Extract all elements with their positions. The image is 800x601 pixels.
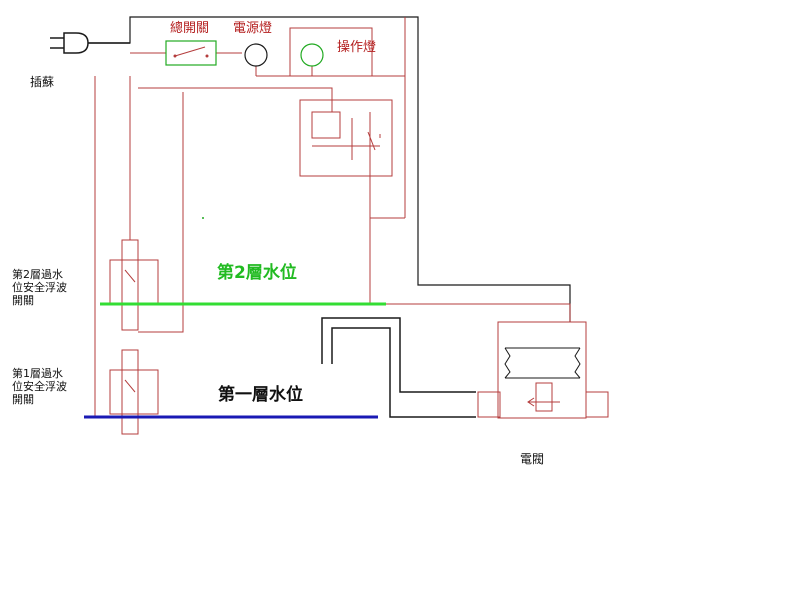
stray-dot bbox=[202, 217, 204, 219]
main-switch bbox=[165, 40, 217, 66]
plug-icon bbox=[50, 32, 130, 54]
float-switch-1 bbox=[109, 349, 159, 435]
power-lamp-icon bbox=[244, 43, 268, 67]
float-switch-2-label-line1: 第2層過水 bbox=[12, 268, 63, 281]
solenoid-valve-label: 電閥 bbox=[520, 452, 545, 466]
plug-label: 插蘇 bbox=[30, 75, 55, 89]
float-switch-2 bbox=[109, 239, 159, 331]
operation-lamp-icon bbox=[300, 43, 324, 67]
float-switch-1-label-line3: 開關 bbox=[12, 393, 34, 406]
power-lamp-label: 電源燈 bbox=[233, 21, 273, 36]
red-wiring bbox=[94, 17, 571, 419]
main-switch-label: 總開關 bbox=[170, 21, 210, 36]
water-level-2-label: 第2層水位 bbox=[217, 263, 297, 283]
water-pipe bbox=[321, 317, 476, 418]
water-level-1-label: 第一層水位 bbox=[218, 385, 303, 405]
float-switch-1-label-line2: 位安全浮波 bbox=[12, 380, 67, 393]
float-switch-2-label-line2: 位安全浮波 bbox=[12, 281, 67, 294]
operation-lamp-label: 操作燈 bbox=[337, 40, 377, 55]
float-switch-2-label-line3: 開關 bbox=[12, 294, 34, 307]
solenoid-valve bbox=[477, 321, 609, 419]
float-switch-1-label-line1: 第1層過水 bbox=[12, 367, 63, 380]
mains-black-wire bbox=[88, 16, 571, 322]
